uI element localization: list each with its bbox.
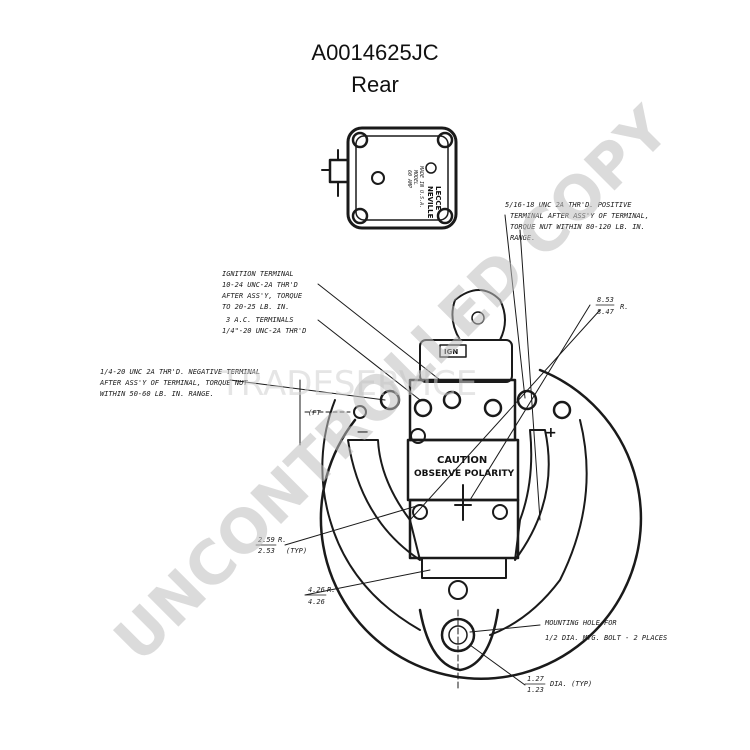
brand-watermark: TRADESERVICE	[219, 364, 477, 404]
regulator-brand-line-2: NEVILLE	[426, 186, 434, 219]
leader-lines	[229, 214, 601, 686]
ign-tag-text: IGN	[444, 348, 458, 356]
regulator-small-line-3: 60 AMP	[406, 170, 412, 188]
ignition-line-4: TO 20-25 LB. IN.	[222, 303, 289, 311]
dim-ll-lower: 4.26	[308, 598, 325, 606]
lower-nut-icon	[410, 428, 426, 444]
regulator-screw-icon	[436, 131, 454, 149]
regulator-screw-icon	[436, 207, 454, 225]
dim-l-lower: 2.53	[258, 547, 275, 555]
ignition-line-2: 10-24 UNC-2A THR'D	[222, 281, 298, 289]
positive-line-4: RANGE.	[510, 234, 535, 242]
observe-polarity-label: OBSERVE POLARITY	[414, 469, 515, 479]
negative-stud-icon	[353, 405, 367, 419]
dim-l-upper: 2.59	[258, 536, 275, 544]
negative-line-2: AFTER ASS'Y OF TERMINAL, TORQUE NUT	[99, 379, 248, 387]
positive-line-3: TORQUE NUT WITHIN 80-120 LB. IN.	[510, 223, 645, 231]
negative-terminal-note: 1/4-20 UNC 2A THR'D. NEGATIVE TERMINAL A…	[99, 368, 260, 398]
dim-l-unit: R.	[278, 536, 286, 544]
ignition-terminal-note: IGNITION TERMINAL 10-24 UNC-2A THR'D AFT…	[221, 270, 303, 311]
negative-line-1: 1/4-20 UNC 2A THR'D. NEGATIVE TERMINAL	[100, 368, 260, 376]
mounting-line-1: MOUNTING HOLE FOR	[544, 619, 617, 627]
ac-line-1: 3 A.C. TERMINALS	[225, 316, 293, 324]
dimension-bottom: 1.27 1.23 DIA. (TYP)	[524, 675, 592, 694]
dim-b-unit: DIA. (TYP)	[549, 680, 592, 688]
positive-terminal-note: 5/16-18 UNC 2A THR'D. POSITIVE TERMINAL …	[505, 201, 649, 242]
regulator-small-line-2: MODEL	[412, 169, 418, 185]
dim-ll-upper: 4.26	[308, 586, 325, 594]
negative-line-3: WITHIN 50-60 LB. IN. RANGE.	[100, 390, 214, 398]
positive-stud-icon	[552, 400, 572, 420]
mounting-hole-note: MOUNTING HOLE FOR 1/2 DIA. MTG. BOLT - 2…	[544, 619, 667, 642]
dim-tr-upper: 8.53	[597, 296, 614, 304]
regulator-screw-icon	[351, 131, 369, 149]
dimension-left-radius: 2.59 2.53 R. (TYP)	[255, 536, 307, 555]
top-ear-hole-icon	[471, 311, 485, 325]
dim-l-typ: (TYP)	[286, 547, 307, 555]
ac-line-2: 1/4"-20 UNC-2A THR'D	[222, 327, 306, 335]
regulator-box: LECCE NEVILLE MADE IN U.S.A. MODEL 60 AM…	[321, 126, 458, 230]
dim-b-lower: 1.23	[527, 686, 544, 694]
drawing-title: A0014625JC	[311, 40, 439, 65]
regulator-hole-icon	[371, 171, 385, 185]
positive-line-1: 5/16-18 UNC 2A THR'D. POSITIVE	[505, 201, 632, 209]
dimension-top-right: 8.53 8.47 R.	[595, 296, 628, 316]
dim-ft-label: (FT	[308, 409, 321, 417]
positive-terminal-nut-icon	[516, 389, 538, 411]
mounting-line-2: 1/2 DIA. MTG. BOLT - 2 PLACES	[545, 634, 667, 642]
regulator-small-line-1: MADE IN U.S.A.	[418, 165, 424, 208]
dim-tr-unit: R.	[620, 303, 628, 311]
bottom-bolt-icon	[448, 580, 468, 600]
drawing-subtitle: Rear	[351, 72, 399, 97]
dim-ll-unit: R.	[327, 586, 335, 594]
dim-b-upper: 1.27	[527, 675, 545, 683]
regulator-logo-icon	[425, 162, 437, 174]
negative-symbol-icon: −	[356, 422, 369, 441]
ac-terminal-nut-icon	[413, 398, 433, 418]
regulator-brand-line-1: LECCE	[434, 186, 442, 211]
dim-tr-lower: 8.47	[597, 308, 615, 316]
regulator-screw-icon	[351, 207, 369, 225]
caution-label: CAUTION	[437, 455, 487, 466]
ignition-line-3: AFTER ASS'Y, TORQUE	[221, 292, 303, 300]
positive-line-2: TERMINAL AFTER ASS'Y OF TERMINAL,	[510, 212, 649, 220]
ac-terminals-note: 3 A.C. TERMINALS 1/4"-20 UNC-2A THR'D	[222, 316, 306, 335]
regulator-terminal-icon	[328, 158, 350, 184]
ign-tag-box	[439, 344, 467, 358]
ac-terminal-nut-icon	[442, 390, 462, 410]
ignition-line-1: IGNITION TERMINAL	[222, 270, 294, 278]
ac-terminal-nut-icon	[483, 398, 503, 418]
positive-symbol-icon: +	[545, 425, 557, 441]
dimension-lower-left: 4.26 4.26 R.	[305, 586, 335, 606]
lower-nut-icon	[492, 504, 508, 520]
lower-nut-icon	[412, 504, 428, 520]
alternator-housing: IGN CAUTION OBSERVE POLARITY + −	[319, 289, 643, 691]
negative-terminal-nut-icon	[379, 389, 401, 411]
